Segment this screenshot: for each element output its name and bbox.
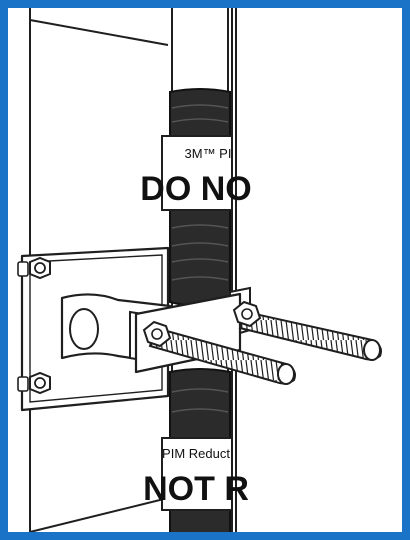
- hex-nut-upper: [17, 256, 51, 280]
- label-bottom-line1: PIM Reduct: [162, 446, 230, 461]
- warning-label-top: 3M™ PI DO NO: [140, 135, 252, 211]
- label-top-line2: DO NO: [140, 170, 251, 208]
- illustration-canvas: 3M™ PI DO NO PIM Reduct NOT R: [8, 8, 402, 532]
- hex-nut-rod-upper: [232, 300, 262, 328]
- threaded-rod-upper: [238, 310, 382, 361]
- threaded-rod-lower: [148, 326, 296, 385]
- label-top-line1: 3M™ PI: [185, 146, 232, 161]
- hex-nut-rod-lower: [142, 320, 172, 348]
- hex-nut-lower: [17, 371, 51, 395]
- mast-clamp-illustration: 3M™ PI DO NO PIM Reduct NOT R: [17, 8, 382, 532]
- label-bottom-line2: NOT R: [143, 470, 249, 508]
- warning-label-bottom: PIM Reduct NOT R: [143, 437, 249, 511]
